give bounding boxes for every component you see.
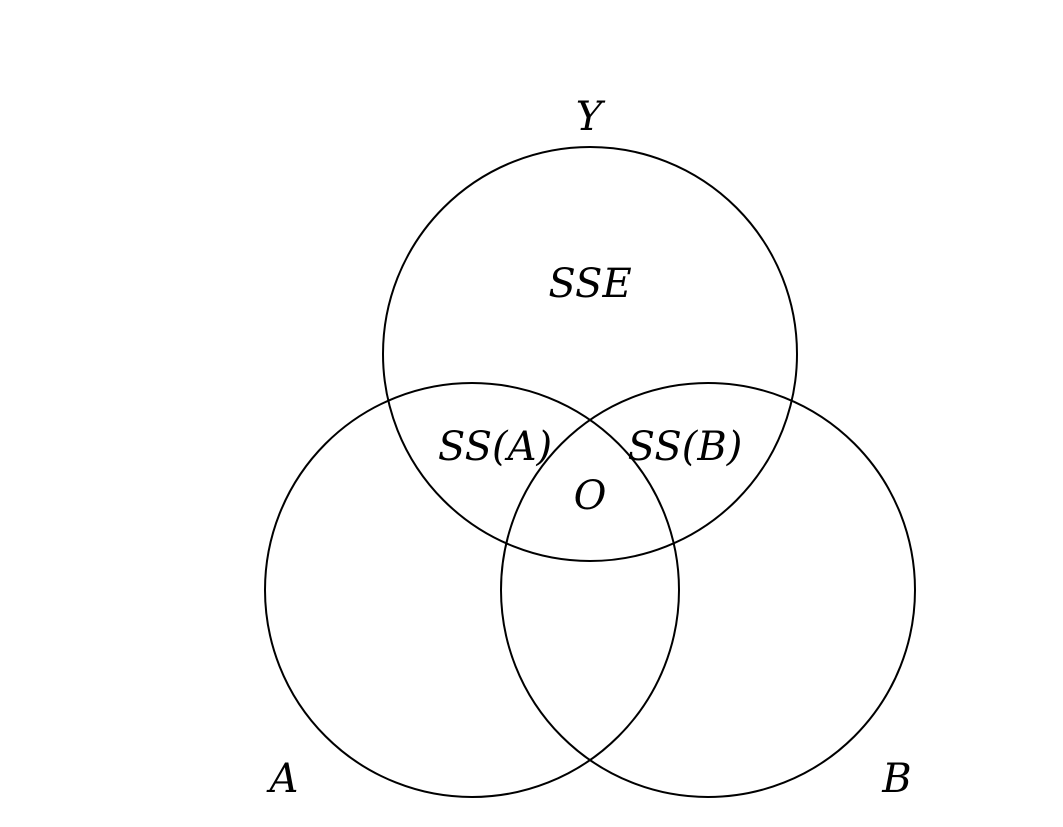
circle-y	[382, 146, 798, 562]
circle-a	[264, 382, 680, 798]
label-circle-b: B	[881, 756, 911, 802]
label-region-sse: SSE	[548, 261, 631, 307]
label-circle-y: Y	[576, 94, 606, 140]
label-circle-a: A	[266, 756, 299, 802]
label-region-o: O	[574, 473, 607, 519]
circle-b	[500, 382, 916, 798]
label-region-ss-a: SS(A)	[438, 424, 552, 470]
label-region-ss-b: SS(B)	[628, 424, 743, 470]
